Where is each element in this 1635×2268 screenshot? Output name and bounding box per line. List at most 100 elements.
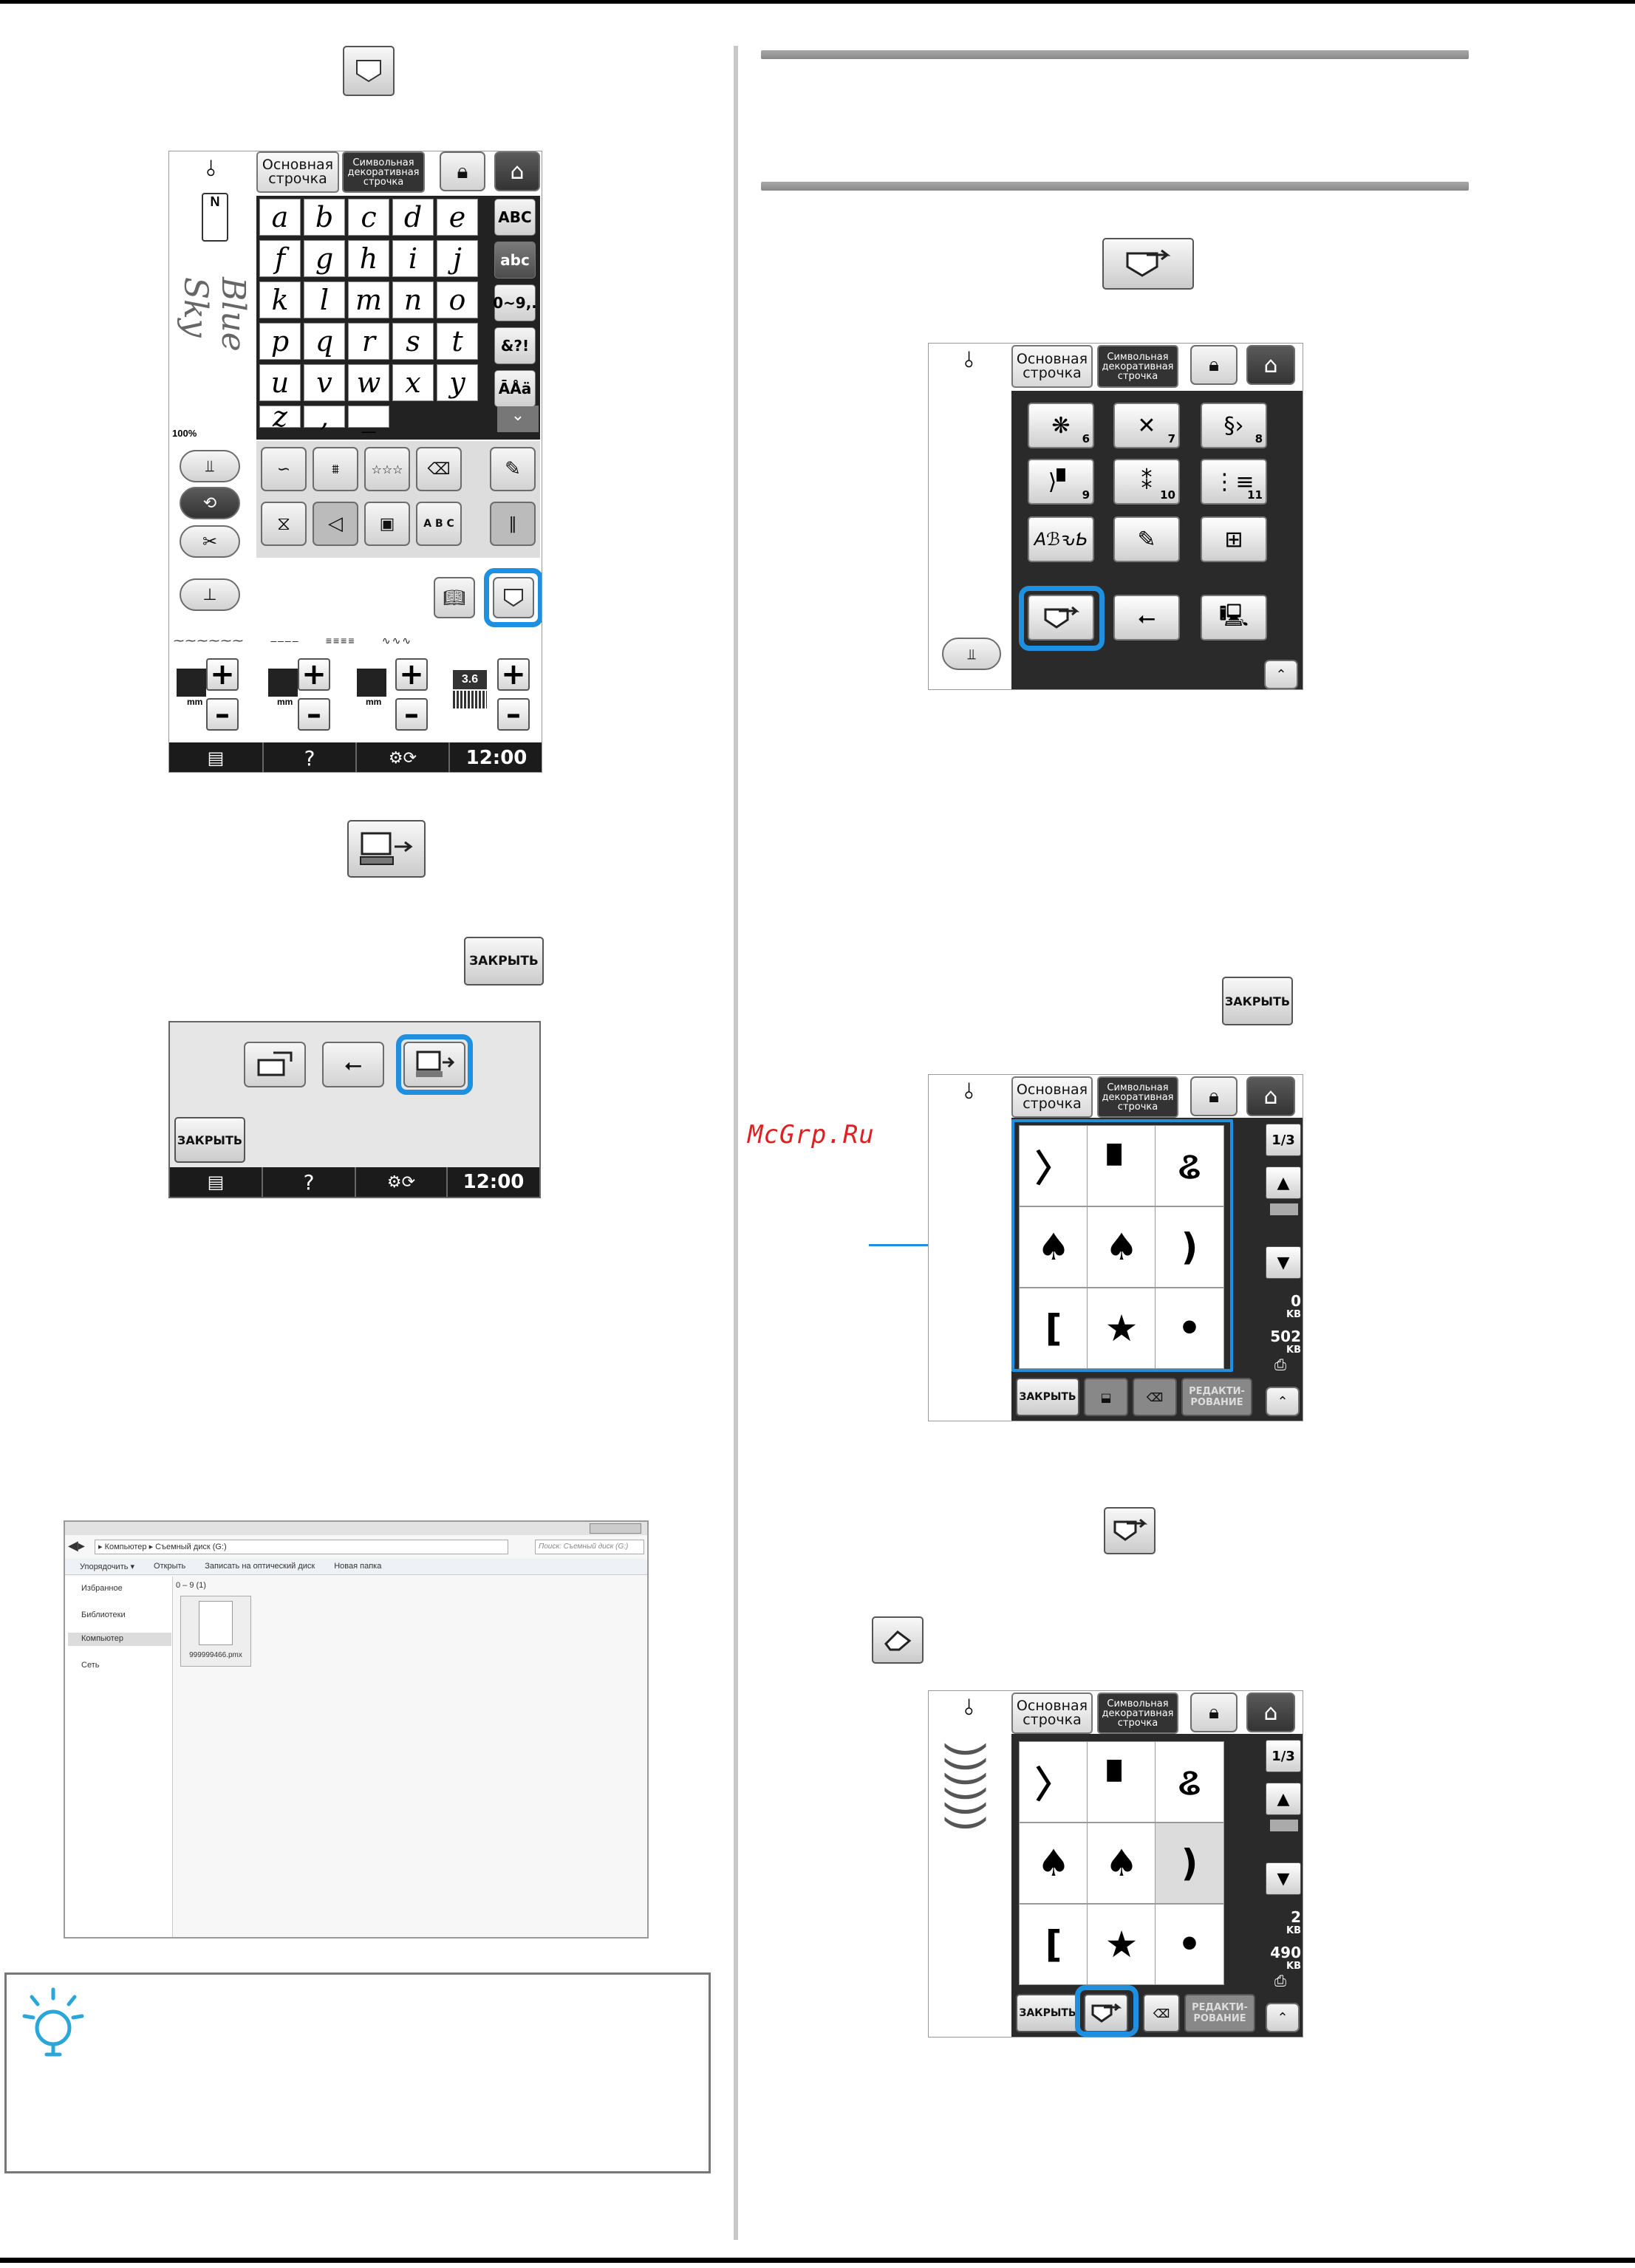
pattern-cell[interactable]: ): [1155, 1206, 1224, 1288]
home-button[interactable]: ⌂: [494, 151, 540, 191]
text-spacing-button[interactable]: A B C: [416, 502, 462, 546]
tab-basic-stitch[interactable]: Основная строчка: [1011, 1076, 1093, 1118]
address-bar[interactable]: ▸ Компьютер ▸ Съемный диск (G:): [95, 1540, 508, 1554]
lock-button[interactable]: 🔒︎: [440, 151, 485, 191]
scroll-up-button[interactable]: ⌃: [1264, 660, 1298, 689]
letter-key[interactable]: n: [392, 281, 434, 318]
save-pocket-button[interactable]: [343, 46, 395, 96]
letter-key[interactable]: x: [392, 364, 434, 401]
stitch-density-button[interactable]: ⩩: [313, 447, 358, 491]
toolbar-open[interactable]: Открыть: [154, 1562, 186, 1571]
pattern-cell[interactable]: ♠: [1087, 1206, 1156, 1288]
pattern-cell[interactable]: •: [1155, 1904, 1224, 1985]
position-plus-button[interactable]: +: [395, 658, 428, 691]
twin-needle-button[interactable]: ‖: [490, 502, 536, 546]
tab-decorative-stitch[interactable]: Символьная декоративная строчка: [1097, 1076, 1178, 1118]
letter-key[interactable]: ,: [304, 400, 345, 433]
tab-decorative-stitch[interactable]: Символьная декоративная строчка: [1097, 345, 1178, 388]
scroll-down-button[interactable]: ▼: [1266, 1246, 1301, 1279]
letter-key[interactable]: q: [304, 323, 345, 360]
close-button[interactable]: ЗАКРЫТЬ: [1016, 1378, 1079, 1416]
manual-button[interactable]: ▤: [169, 742, 264, 772]
thread-button[interactable]: ∽: [261, 447, 307, 491]
home-button[interactable]: ⌂: [1246, 1076, 1295, 1116]
tab-decorative-stitch[interactable]: Символьная декоративная строчка: [1097, 1693, 1178, 1734]
send-button-disabled[interactable]: ⬓: [1084, 1378, 1128, 1416]
save-to-machine-button[interactable]: [244, 1042, 306, 1087]
category-7[interactable]: ✕7: [1113, 403, 1180, 448]
pattern-cell[interactable]: ▘: [1087, 1741, 1156, 1823]
stitch-width-button[interactable]: ⫫: [942, 638, 1001, 670]
settings-button[interactable]: ⚙︎⟳: [357, 742, 450, 772]
close-button[interactable]: ЗАКРЫТЬ: [1016, 1994, 1079, 2032]
letter-key[interactable]: z: [259, 400, 301, 433]
dialog-manual-button[interactable]: ▤: [170, 1167, 263, 1197]
toolbar-burn[interactable]: Записать на оптический диск: [205, 1562, 315, 1571]
category-8[interactable]: §›8: [1201, 403, 1267, 448]
pocket-send-category[interactable]: [1028, 595, 1094, 641]
scroll-top-button[interactable]: ⌃: [1266, 2003, 1300, 2032]
letter-key[interactable]: m: [348, 281, 389, 318]
search-box[interactable]: Поиск: Съемный диск (G:): [535, 1540, 644, 1554]
side-key-4[interactable]: ĀÅä: [494, 370, 536, 407]
delete-button[interactable]: ⌫: [1143, 1994, 1180, 2032]
category-11[interactable]: ⋮≡11: [1201, 459, 1267, 505]
send-pocket-button[interactable]: [1102, 238, 1194, 290]
sequence-button[interactable]: ☆☆☆: [364, 447, 410, 491]
side-key-3[interactable]: &?!: [494, 327, 536, 364]
file-item[interactable]: 999999466.pmx: [180, 1596, 251, 1667]
category-6[interactable]: ❋6: [1028, 403, 1094, 448]
letter-key[interactable]: t: [437, 323, 478, 360]
pattern-cell[interactable]: ▘: [1087, 1125, 1156, 1206]
pattern-cell[interactable]: ★: [1087, 1904, 1156, 1985]
tab-basic-stitch[interactable]: Основная строчка: [1011, 345, 1093, 388]
nav-network[interactable]: Сеть: [81, 1661, 100, 1670]
pattern-cell[interactable]: [: [1019, 1288, 1088, 1369]
letter-key[interactable]: l: [304, 281, 345, 318]
width-minus-button[interactable]: –: [206, 698, 239, 731]
edit-button-disabled[interactable]: РЕДАКТИ- РОВАНИЕ: [1181, 1378, 1252, 1416]
memory-book-button[interactable]: 📖︎: [434, 577, 475, 618]
pc-connection-button[interactable]: [347, 820, 426, 878]
delete-button-step[interactable]: [872, 1616, 924, 1664]
mirror-button[interactable]: ⧖: [261, 502, 307, 546]
pattern-cell[interactable]: ★: [1087, 1288, 1156, 1369]
letter-key[interactable]: v: [304, 364, 345, 401]
save-to-usb-button[interactable]: ⭠: [322, 1042, 384, 1087]
pattern-cell-selected[interactable]: ): [1155, 1823, 1224, 1904]
back-forward-buttons[interactable]: ◀▸: [68, 1538, 90, 1554]
scroll-up-button[interactable]: ▲: [1266, 1783, 1301, 1815]
side-key-0[interactable]: ABC: [494, 199, 536, 236]
font-category[interactable]: AℬԅƄ: [1028, 516, 1094, 562]
toolbar-new-folder[interactable]: Новая папка: [334, 1562, 382, 1571]
pattern-cell[interactable]: ♠: [1019, 1206, 1088, 1288]
letter-key[interactable]: i: [392, 240, 434, 277]
letter-key[interactable]: e: [437, 199, 478, 236]
letter-key[interactable]: j: [437, 240, 478, 277]
pattern-cell[interactable]: •: [1155, 1288, 1224, 1369]
scroll-down-button[interactable]: ⌄: [497, 406, 539, 432]
pattern-cell[interactable]: 〉: [1019, 1741, 1088, 1823]
scroll-thumb[interactable]: [1270, 1820, 1298, 1831]
delete-button-disabled[interactable]: ⌫: [1133, 1378, 1177, 1416]
my-design-category[interactable]: ⊞: [1201, 516, 1267, 562]
category-10[interactable]: ⁑10: [1113, 459, 1180, 505]
side-key-2[interactable]: 0~9,.: [493, 284, 537, 321]
lock-button[interactable]: 🔒︎: [1190, 1076, 1238, 1116]
tension-plus-button[interactable]: +: [497, 658, 530, 691]
pattern-cell[interactable]: [: [1019, 1904, 1088, 1985]
tab-basic-stitch[interactable]: Основная строчка: [256, 151, 339, 193]
lock-button[interactable]: 🔒︎: [1190, 1693, 1238, 1732]
letter-key[interactable]: u: [259, 364, 301, 401]
nav-libraries[interactable]: Библиотеки: [81, 1611, 126, 1619]
edit-button-disabled[interactable]: РЕДАКТИ- РОВАНИЕ: [1184, 1994, 1255, 2032]
home-button[interactable]: ⌂: [1246, 345, 1295, 385]
letter-key[interactable]: y: [437, 364, 478, 401]
home-button[interactable]: ⌂: [1246, 1693, 1295, 1732]
close-button-step-right[interactable]: ЗАКРЫТЬ: [1222, 977, 1293, 1025]
window-controls[interactable]: [590, 1523, 641, 1534]
letter-key[interactable]: b: [304, 199, 345, 236]
scroll-down-button[interactable]: ▼: [1266, 1862, 1301, 1895]
help-button[interactable]: ?: [264, 742, 357, 772]
scroll-top-button[interactable]: ⌃: [1266, 1387, 1300, 1416]
